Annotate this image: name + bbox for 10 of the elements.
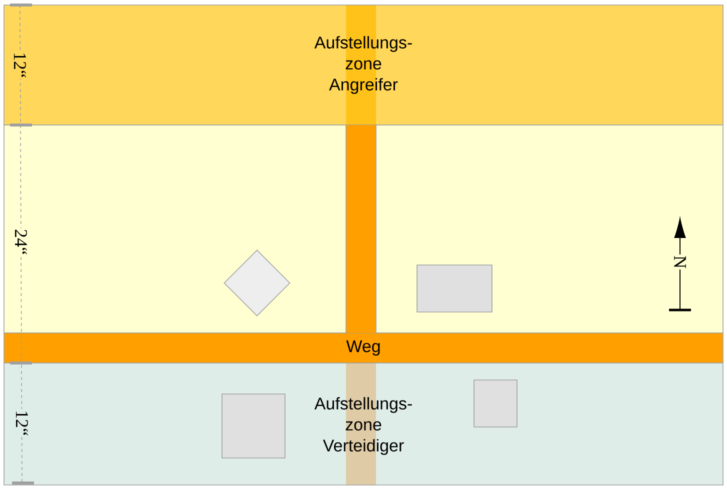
dimension-label: 12“ [13, 51, 27, 79]
path-strip [346, 124, 376, 334]
terrain-piece [222, 394, 286, 458]
terrain-piece [474, 380, 518, 428]
terrain-piece [416, 264, 492, 312]
dimension-label: 12“ [15, 409, 29, 437]
field-area [4, 124, 724, 334]
dimension-label: 24“ [14, 228, 28, 256]
terrain-piece [224, 250, 290, 316]
compass-letter: N [673, 254, 687, 270]
